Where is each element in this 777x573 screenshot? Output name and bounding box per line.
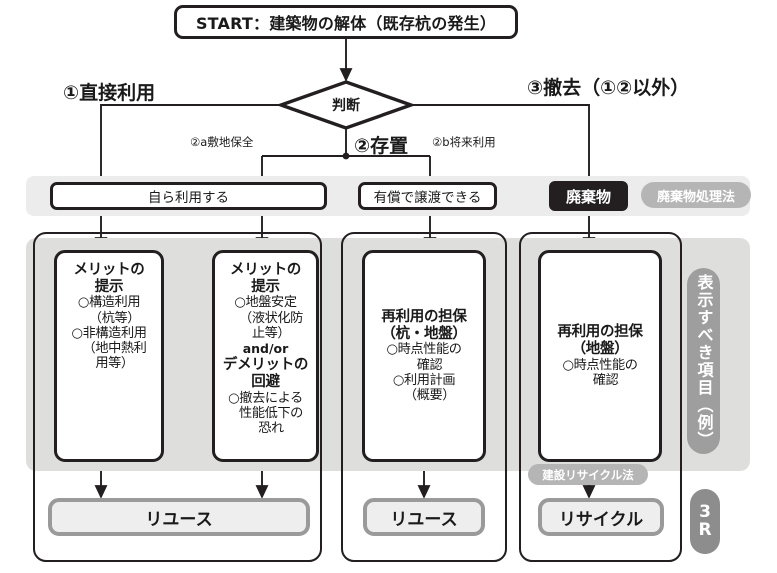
card-merit-structural: メリットの 提示 ○構造利用 （杭等） ○非構造利用 （地中熱利 用等） (54, 250, 164, 462)
card1-head-line2: 提示 (94, 278, 124, 295)
card1-line-2: （杭等） (88, 310, 141, 326)
card4-head-line2: （地盤） (571, 340, 629, 357)
card1-line-3: ○非構造利用 (71, 325, 147, 341)
badge-3r: 3 R (690, 489, 720, 554)
branch-sublabel-site-preservation: ②a敷地保全 (190, 135, 254, 149)
card3-line-1: ○時点性能の (386, 342, 462, 358)
start-node: START：建築物の解体（既存杭の発生） (174, 5, 518, 39)
group-frame-removal (519, 232, 682, 562)
card3-head-line1: 再利用の担保 (381, 308, 467, 325)
card1-line-4: （地中熱利 (82, 340, 147, 356)
badge-3r-top: 3 (699, 501, 711, 522)
card2-topline-2: （液状化防 (239, 310, 303, 326)
card3-line-4: （概要） (403, 387, 456, 403)
tag-construction-recycling-law: 建設リサイクル法 (528, 464, 648, 485)
result-reuse-left: リユース (48, 498, 310, 536)
card2-botline-3: 恐れ (258, 420, 284, 436)
card2-connector-andor: and/or (242, 340, 289, 356)
card1-line-5: 用等） (95, 356, 134, 372)
card2-head-line2: 提示 (251, 278, 280, 295)
decision-label: 判断 (332, 98, 360, 114)
branch-label-direct-use: ①直接利用 (63, 82, 156, 104)
card3-line-2: 確認 (416, 357, 443, 373)
card3-head-line2: （杭・地盤） (381, 325, 467, 342)
side-label-display-items: 表示すべき項目（例） (687, 268, 720, 454)
branch-label-removal: ③撤去（①②以外） (527, 77, 690, 99)
card-reuse-guarantee-pile-ground: 再利用の担保 （杭・地盤） ○時点性能の 確認 ○利用計画 （概要） (362, 250, 486, 462)
badge-3r-bottom: R (698, 519, 712, 540)
option-waste[interactable]: 廃棄物 (549, 181, 628, 211)
card-merit-ground: メリットの 提示 ○地盤安定 （液状化防 止等） and/or デメリットの 回… (212, 250, 319, 462)
group-frame-direct-use (33, 232, 322, 562)
card4-head-line1: 再利用の担保 (557, 324, 643, 341)
card1-head-line1: メリットの (73, 262, 145, 278)
result-reuse-mid: リユース (363, 498, 485, 536)
card2-head-line1: メリットの (230, 262, 301, 278)
branch-sublabel-future-use: ②b将来利用 (432, 135, 496, 149)
card2-topline-1: ○地盤安定 (234, 295, 297, 311)
option-sell-for-value[interactable]: 有償で譲渡できる (358, 182, 497, 210)
card2-botline-2: 性能低下の (239, 405, 303, 421)
card-reuse-guarantee-ground: 再利用の担保 （地盤） ○時点性能の 確認 (538, 250, 662, 462)
card2-botline-1: ○撤去による (228, 390, 303, 406)
card4-line-2: 確認 (592, 372, 619, 388)
card2-head-line4: 回避 (251, 373, 280, 390)
tag-waste-disposal-law: 廃棄物処理法 (641, 182, 751, 208)
card2-topline-3: 止等） (251, 325, 291, 341)
card1-line-1: ○構造利用 (77, 295, 141, 311)
result-recycle: リサイクル (538, 498, 664, 536)
card2-head-line3: デメリットの (222, 357, 309, 374)
option-self-use[interactable]: 自ら利用する (50, 182, 327, 210)
decision-node: 判断 (281, 82, 411, 128)
side-label-text: 表示すべき項目（例） (694, 273, 714, 449)
card4-line-1: ○時点性能の (562, 357, 638, 373)
card3-line-3: ○利用計画 (392, 372, 456, 388)
branch-label-storage: ②存置 (354, 135, 409, 157)
group-frame-storage (341, 232, 507, 562)
